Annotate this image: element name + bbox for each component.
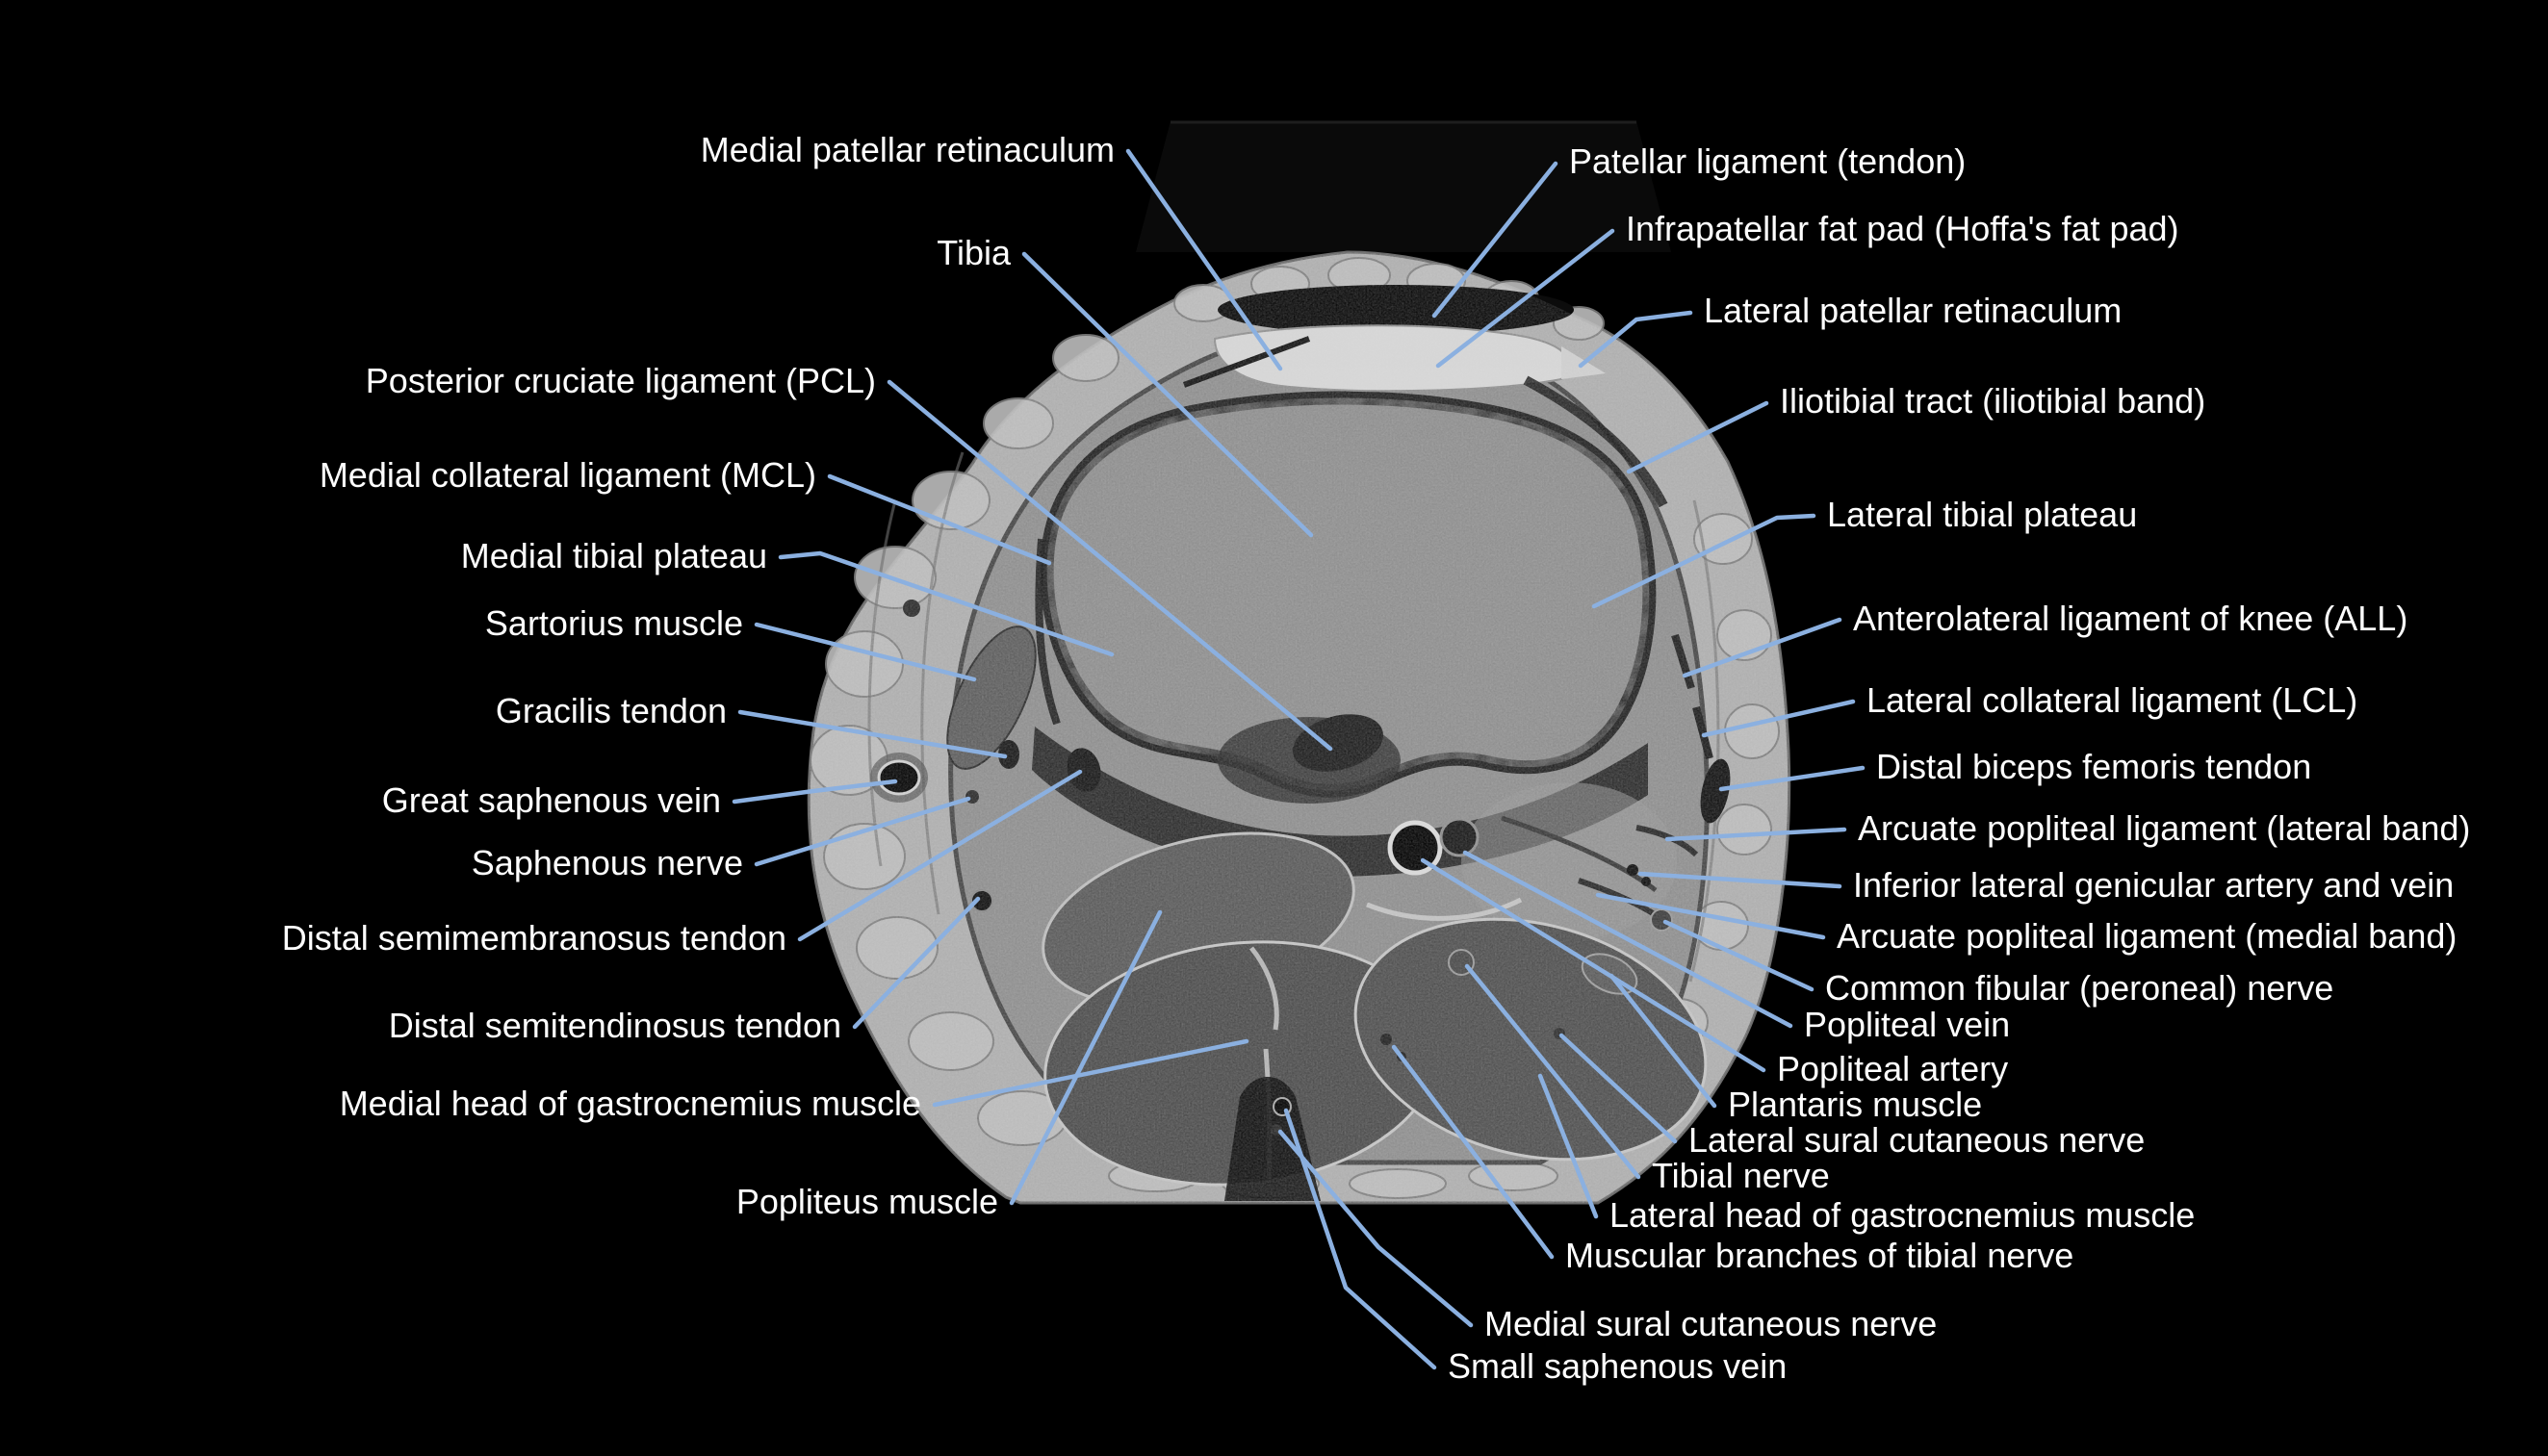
leader-line-medial-sural-cutaneous-nerve — [1277, 1129, 1474, 1328]
label-anterolateral-ligament-of-knee-all: Anterolateral ligament of knee (ALL) — [1853, 599, 2407, 638]
leader-line-gracilis-tendon — [737, 709, 1008, 759]
label-arcuate-popliteal-ligament-medial-band: Arcuate popliteal ligament (medial band) — [1837, 916, 2457, 956]
leader-line-distal-semitendinosus-tendon — [852, 896, 981, 1030]
label-sartorius-muscle: Sartorius muscle — [485, 603, 743, 643]
leader-line-inferior-lateral-genicular-artery-and-vein — [1637, 871, 1842, 889]
label-patellar-ligament-tendon: Patellar ligament (tendon) — [1569, 141, 1966, 181]
leader-line-infrapatellar-fat-pad-hoffas-fat-pad — [1435, 228, 1615, 369]
label-tibia: Tibia — [937, 233, 1012, 272]
leader-line-medial-patellar-retinaculum — [1125, 148, 1283, 371]
label-medial-tibial-plateau: Medial tibial plateau — [461, 536, 767, 575]
leader-line-popliteus-muscle — [1009, 909, 1163, 1206]
leader-line-patellar-ligament-tendon — [1431, 161, 1558, 319]
leader-line-great-saphenous-vein — [732, 779, 898, 805]
leader-line-common-fibular-peroneal-nerve — [1662, 919, 1814, 992]
label-lateral-patellar-retinaculum: Lateral patellar retinaculum — [1704, 291, 2122, 330]
label-lateral-sural-cutaneous-nerve: Lateral sural cutaneous nerve — [1688, 1120, 2145, 1160]
label-tibial-nerve: Tibial nerve — [1652, 1156, 1830, 1195]
leader-line-popliteal-artery — [1420, 857, 1766, 1073]
label-muscular-branches-of-tibial-nerve: Muscular branches of tibial nerve — [1565, 1236, 2073, 1275]
leader-line-lateral-head-of-gastrocnemius-muscle — [1537, 1073, 1599, 1219]
leader-line-lateral-collateral-ligament-lcl — [1701, 699, 1856, 738]
label-popliteal-artery: Popliteal artery — [1777, 1049, 2008, 1088]
leader-line-saphenous-nerve — [754, 796, 971, 867]
leader-line-anterolateral-ligament-of-knee-all — [1682, 617, 1842, 678]
leader-line-muscular-branches-of-tibial-nerve — [1391, 1044, 1555, 1260]
leader-line-distal-biceps-femoris-tendon — [1718, 765, 1866, 792]
label-medial-patellar-retinaculum: Medial patellar retinaculum — [701, 130, 1115, 169]
label-posterior-cruciate-ligament-pcl: Posterior cruciate ligament (PCL) — [366, 361, 876, 400]
leader-line-lateral-tibial-plateau — [1591, 513, 1816, 609]
label-distal-biceps-femoris-tendon: Distal biceps femoris tendon — [1876, 747, 2311, 786]
label-inferior-lateral-genicular-artery-and-vein: Inferior lateral genicular artery and ve… — [1853, 865, 2454, 905]
label-medial-head-of-gastrocnemius-muscle: Medial head of gastrocnemius muscle — [340, 1084, 921, 1123]
leader-line-distal-semimembranosus-tendon — [797, 769, 1083, 942]
label-arcuate-popliteal-ligament-lateral-band: Arcuate popliteal ligament (lateral band… — [1858, 808, 2470, 848]
leader-line-plantaris-muscle — [1609, 973, 1717, 1109]
leader-line-sartorius-muscle — [754, 622, 977, 682]
leader-line-popliteal-vein — [1462, 850, 1793, 1029]
label-medial-sural-cutaneous-nerve: Medial sural cutaneous nerve — [1484, 1304, 1937, 1343]
leader-line-tibia — [1021, 251, 1314, 538]
leader-line-medial-collateral-ligament-mcl — [827, 473, 1052, 566]
leader-line-tibial-nerve — [1464, 963, 1641, 1180]
leader-line-medial-head-of-gastrocnemius-muscle — [932, 1038, 1249, 1108]
label-distal-semitendinosus-tendon: Distal semitendinosus tendon — [389, 1006, 841, 1045]
mri-grain — [809, 252, 1789, 1203]
label-popliteal-vein: Popliteal vein — [1804, 1005, 2010, 1044]
leader-line-arcuate-popliteal-ligament-lateral-band — [1664, 827, 1847, 842]
label-great-saphenous-vein: Great saphenous vein — [382, 780, 721, 820]
label-saphenous-nerve: Saphenous nerve — [472, 843, 743, 882]
label-lateral-head-of-gastrocnemius-muscle: Lateral head of gastrocnemius muscle — [1609, 1195, 2195, 1235]
leader-line-medial-tibial-plateau — [778, 550, 1115, 657]
label-common-fibular-peroneal-nerve: Common fibular (peroneal) nerve — [1825, 968, 2333, 1008]
label-small-saphenous-vein: Small saphenous vein — [1448, 1346, 1787, 1386]
leader-line-lateral-patellar-retinaculum — [1578, 310, 1693, 369]
label-medial-collateral-ligament-mcl: Medial collateral ligament (MCL) — [320, 455, 816, 495]
label-iliotibial-tract-iliotibial-band: Iliotibial tract (iliotibial band) — [1780, 381, 2205, 421]
leader-line-iliotibial-tract-iliotibial-band — [1626, 400, 1769, 474]
label-lateral-collateral-ligament-lcl: Lateral collateral ligament (LCL) — [1866, 680, 2357, 720]
leader-line-posterior-cruciate-ligament-pcl — [887, 379, 1333, 752]
leader-line-lateral-sural-cutaneous-nerve — [1558, 1033, 1678, 1144]
label-gracilis-tendon: Gracilis tendon — [496, 691, 727, 730]
labels: Medial patellar retinaculumTibiaPosterio… — [282, 130, 2471, 1386]
label-infrapatellar-fat-pad-hoffas-fat-pad: Infrapatellar fat pad (Hoffa's fat pad) — [1626, 209, 2179, 248]
label-plantaris-muscle: Plantaris muscle — [1728, 1085, 1982, 1124]
label-lateral-tibial-plateau: Lateral tibial plateau — [1827, 495, 2137, 534]
leader-lines — [732, 148, 1866, 1370]
label-distal-semimembranosus-tendon: Distal semimembranosus tendon — [282, 918, 786, 958]
leader-line-arcuate-popliteal-ligament-medial-band — [1595, 892, 1826, 940]
fov-artifact — [1136, 121, 1671, 252]
leader-line-small-saphenous-vein — [1283, 1108, 1437, 1370]
label-popliteus-muscle: Popliteus muscle — [736, 1182, 998, 1221]
